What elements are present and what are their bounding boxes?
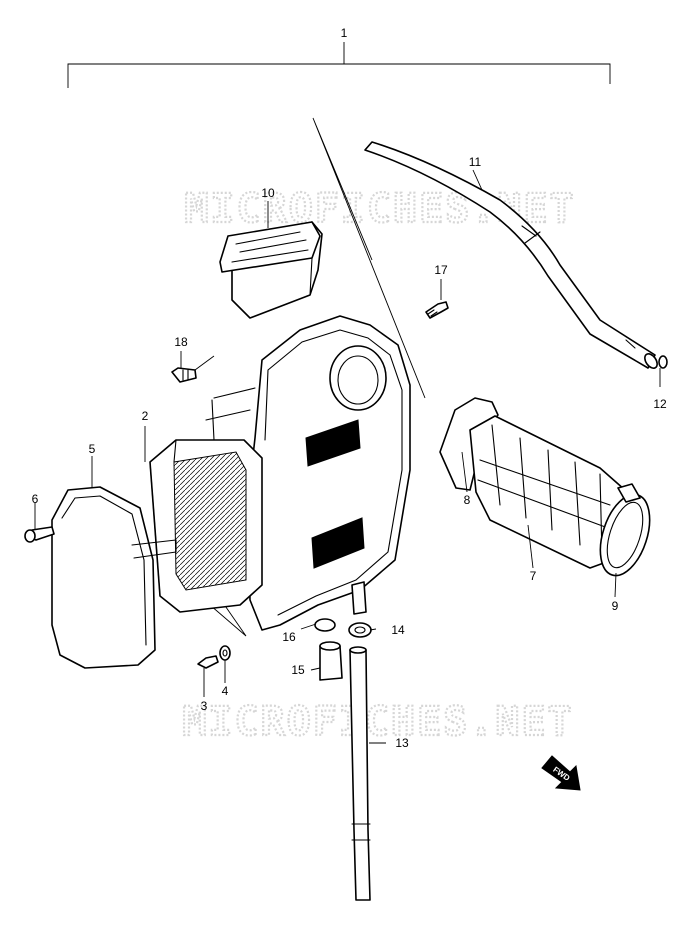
callout-1: 1 bbox=[341, 26, 348, 40]
screw-part-6 bbox=[24, 526, 55, 543]
callout-15: 15 bbox=[291, 663, 305, 677]
callout-13: 13 bbox=[395, 736, 409, 750]
callout-9: 9 bbox=[612, 599, 619, 613]
reference-line-right bbox=[312, 117, 426, 399]
callout-2: 2 bbox=[142, 409, 149, 423]
air-filter-element-part-2 bbox=[149, 439, 263, 613]
leader-lines bbox=[34, 169, 661, 744]
callout-11: 11 bbox=[469, 155, 482, 169]
drain-cap-part-15 bbox=[319, 641, 343, 681]
clamp-part-14 bbox=[348, 622, 372, 638]
joint-flange-part-8 bbox=[439, 397, 499, 491]
air-cleaner-case bbox=[205, 315, 411, 631]
intake-duct-part-10 bbox=[219, 221, 323, 319]
callout-10: 10 bbox=[261, 186, 275, 200]
hose-clip-part-12 bbox=[658, 355, 668, 369]
screw-part-3 bbox=[197, 655, 219, 669]
assembly-bracket bbox=[67, 42, 611, 88]
callout-8: 8 bbox=[464, 493, 471, 507]
washer-part-4 bbox=[219, 645, 231, 661]
watermark-bottom: MICROFICHES.NET bbox=[182, 699, 573, 745]
callout-3: 3 bbox=[201, 699, 208, 713]
drain-tube-part-13 bbox=[349, 646, 371, 901]
callout-4: 4 bbox=[222, 684, 229, 698]
clamp-part-16 bbox=[314, 618, 336, 632]
callout-17: 17 bbox=[434, 263, 448, 277]
bolt-part-17 bbox=[425, 301, 449, 319]
cleaner-cover-part-5 bbox=[51, 486, 177, 669]
callout-6: 6 bbox=[32, 492, 39, 506]
callout-14: 14 bbox=[391, 623, 405, 637]
callout-16: 16 bbox=[282, 630, 296, 644]
breather-hose-part-11 bbox=[364, 141, 658, 369]
clamp-ring-part-9 bbox=[599, 483, 651, 577]
callout-5: 5 bbox=[89, 442, 96, 456]
screw-part-18 bbox=[171, 367, 197, 383]
callout-12: 12 bbox=[653, 397, 667, 411]
callout-7: 7 bbox=[530, 569, 537, 583]
callout-18: 18 bbox=[174, 335, 188, 349]
forward-arrow-icon: FWD bbox=[541, 755, 581, 791]
